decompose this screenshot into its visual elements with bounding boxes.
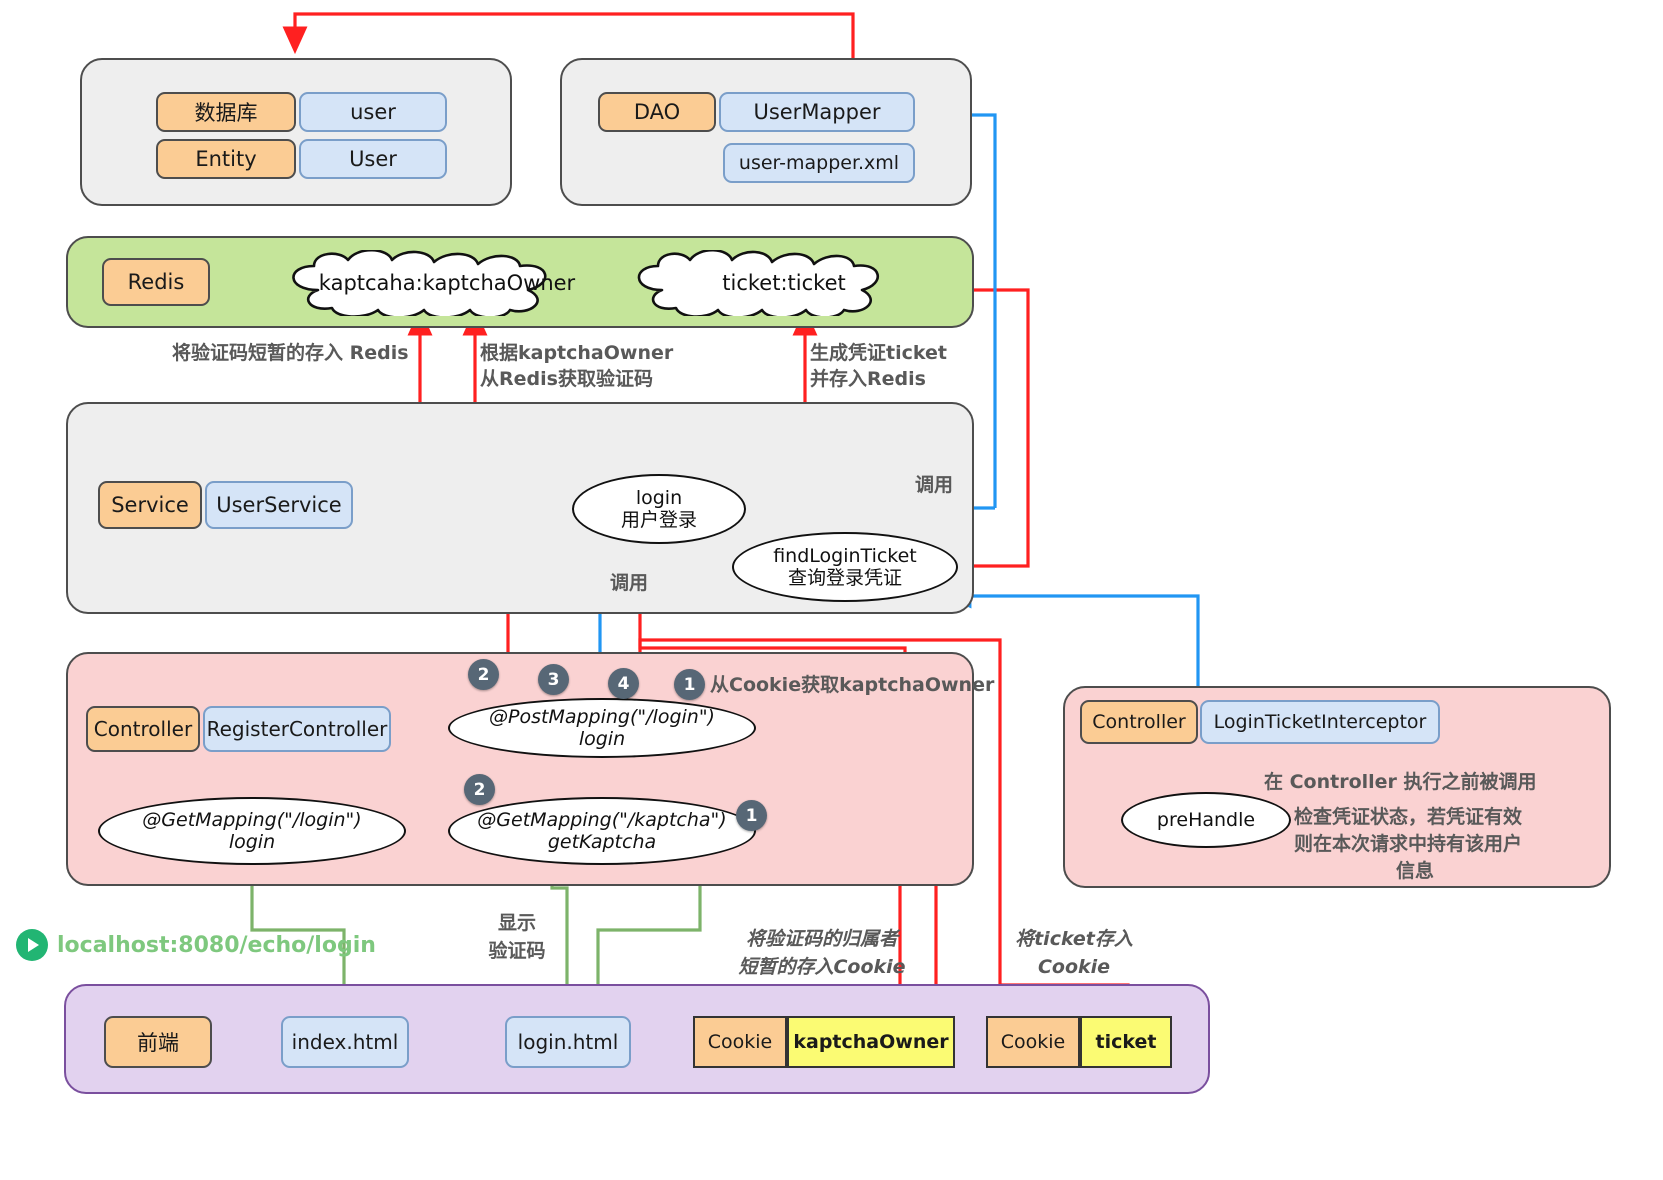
endpoint-post-login-mapping: @PostMapping("/login")	[489, 705, 715, 728]
service-method-findloginticket: findLoginTicket 查询登录凭证	[732, 532, 958, 602]
redis-key-kaptcha-cloud: kaptcaha:kaptchaOwner	[278, 250, 616, 316]
redis-key-kaptcha-label: kaptcaha:kaptchaOwner	[318, 271, 576, 295]
url-text: localhost:8080/echo/login	[57, 932, 376, 958]
redis-key-ticket-cloud: ticket:ticket	[624, 250, 944, 316]
note-store-kaptcha-redis: 将验证码短暂的存入 Redis	[172, 342, 409, 364]
note-call-bottom: 调用	[610, 572, 649, 594]
run-url-badge[interactable]: localhost:8080/echo/login	[16, 929, 376, 961]
note-show-kaptcha-l2: 验证码	[488, 940, 546, 962]
frontend-tag: 前端	[104, 1016, 212, 1068]
dao-tag: DAO	[598, 92, 716, 132]
service-login-desc: 用户登录	[620, 509, 697, 531]
note-call-right: 调用	[915, 474, 954, 496]
interceptor-tag: Controller	[1080, 700, 1198, 744]
endpoint-get-login-method: login	[228, 831, 276, 853]
controller-tag: Controller	[86, 706, 200, 752]
service-method-login: login 用户登录	[572, 474, 746, 544]
endpoint-get-kaptcha: @GetMapping("/kaptcha") getKaptcha	[448, 797, 756, 865]
note-show-kaptcha-l1: 显示	[497, 912, 536, 934]
note-gen-ticket-l1: 生成凭证ticket	[810, 342, 947, 364]
service-findloginticket-desc: 查询登录凭证	[787, 567, 902, 589]
note-store-ticket-l2: Cookie	[1037, 956, 1111, 978]
db-table-user: user	[299, 92, 447, 132]
interceptor-prehandle-label: preHandle	[1156, 808, 1256, 831]
endpoint-get-login-mapping: @GetMapping("/login")	[142, 808, 362, 831]
service-tag: Service	[98, 481, 202, 529]
endpoint-get-login: @GetMapping("/login") login	[98, 797, 406, 865]
interceptor-note-line1: 在 Controller 执行之前被调用	[1264, 771, 1537, 793]
dao-panel	[560, 58, 972, 206]
note-store-owner-l2: 短暂的存入Cookie	[738, 956, 906, 978]
note-store-owner-l1: 将验证码的归属者	[745, 928, 898, 950]
database-panel	[80, 58, 512, 206]
cookie-kaptchaowner-value: kaptchaOwner	[787, 1016, 955, 1068]
dao-usermapper-xml: user-mapper.xml	[723, 143, 915, 183]
redis-key-ticket-label: ticket:ticket	[722, 271, 846, 295]
note-store-ticket-l1: 将ticket存入	[1015, 928, 1133, 950]
db-tag-entity: Entity	[156, 139, 296, 179]
step-badge-4: 4	[608, 668, 639, 699]
step-badge-2a: 2	[468, 659, 499, 690]
note-get-kaptchaowner-from-cookie: 从Cookie获取kaptchaOwner	[710, 674, 995, 696]
cookie-ticket-label: Cookie	[986, 1016, 1080, 1068]
endpoint-get-kaptcha-mapping: @GetMapping("/kaptcha")	[477, 808, 727, 831]
controller-registercontroller: RegisterController	[203, 706, 391, 752]
service-findloginticket-name: findLoginTicket	[773, 544, 917, 567]
note-get-kaptcha-redis-l2: 从Redis获取验证码	[480, 368, 653, 390]
cookie-ticket-value: ticket	[1080, 1016, 1172, 1068]
interceptor-note-line3: 则在本次请求中持有该用户	[1294, 833, 1523, 855]
step-badge-1a: 1	[674, 669, 705, 700]
endpoint-post-login-method: login	[578, 728, 626, 750]
db-tag-database: 数据库	[156, 92, 296, 132]
redis-tag: Redis	[102, 258, 210, 306]
interceptor-name: LoginTicketInterceptor	[1200, 700, 1440, 744]
step-badge-2b: 2	[464, 774, 495, 805]
interceptor-note-line2: 检查凭证状态，若凭证有效	[1294, 806, 1523, 828]
note-get-kaptcha-redis-l1: 根据kaptchaOwner	[480, 342, 674, 364]
dao-usermapper: UserMapper	[719, 92, 915, 132]
interceptor-method-prehandle: preHandle	[1121, 792, 1291, 848]
page-login-html: login.html	[505, 1016, 631, 1068]
play-icon[interactable]	[16, 929, 48, 961]
step-badge-1b: 1	[736, 800, 767, 831]
service-userservice: UserService	[205, 481, 353, 529]
note-gen-ticket-l2: 并存入Redis	[810, 368, 926, 390]
cookie-kaptchaowner-label: Cookie	[693, 1016, 787, 1068]
step-badge-3: 3	[538, 664, 569, 695]
db-entity-user: User	[299, 139, 447, 179]
service-login-name: login	[635, 486, 683, 509]
interceptor-note-line4: 信息	[1396, 860, 1435, 882]
endpoint-get-kaptcha-method: getKaptcha	[547, 831, 657, 853]
page-index-html: index.html	[281, 1016, 409, 1068]
endpoint-post-login: @PostMapping("/login") login	[448, 698, 756, 758]
